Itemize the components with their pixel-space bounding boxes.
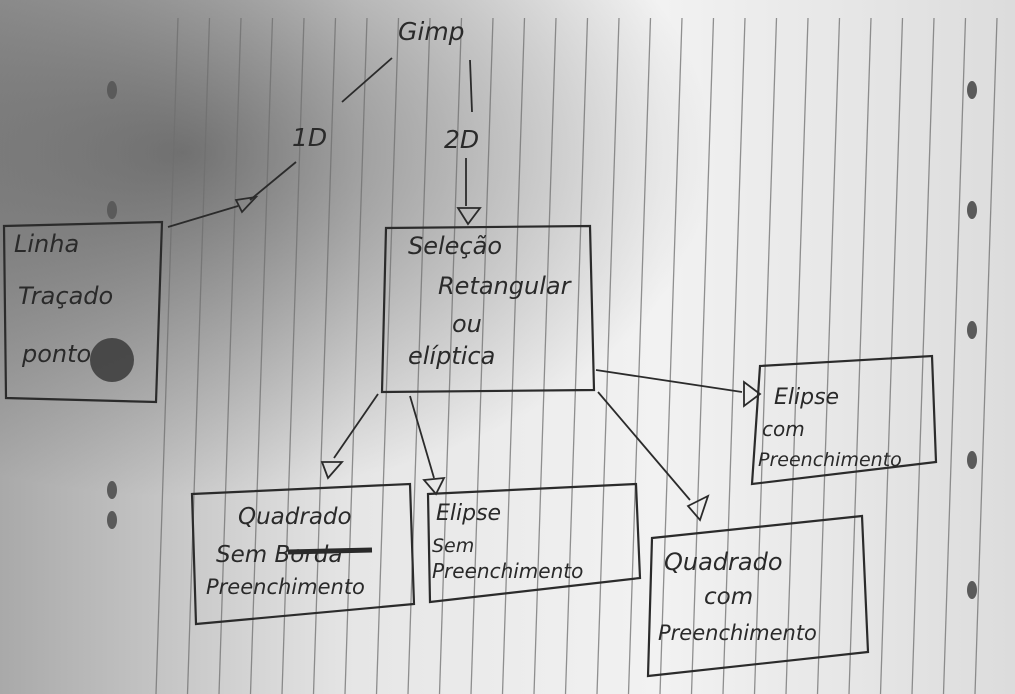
node-elipse-sem-line-3: Preenchimento xyxy=(432,559,583,583)
notebook-rule-line xyxy=(627,17,652,694)
notebook-rule-line xyxy=(407,17,431,694)
notebook-rule-line xyxy=(155,17,179,694)
node-elipse-sem-line-1: Elipse xyxy=(436,501,501,526)
edge-1d-to-arrow xyxy=(249,161,297,201)
root-label-gimp: Gimp xyxy=(398,17,465,46)
binding-mark xyxy=(967,451,977,469)
notebook-rule-line xyxy=(848,17,872,694)
node-box-quadrado-com xyxy=(646,514,870,678)
notebook-rule-line xyxy=(690,17,715,694)
node-box-linha xyxy=(2,220,164,404)
notebook-rule-line xyxy=(375,17,400,694)
binding-mark xyxy=(967,321,977,339)
binding-mark xyxy=(107,511,117,529)
binding-mark xyxy=(107,481,117,499)
node-linha-line-2: Traçado xyxy=(18,282,113,310)
arrow-head-to-elipse-sem xyxy=(422,476,446,496)
notebook-rule-line xyxy=(879,17,904,694)
arrow-head-to-linha xyxy=(234,195,259,214)
node-quadrado-com-line-1: Quadrado xyxy=(664,548,783,576)
arrow-head-to-selecao xyxy=(456,207,482,226)
node-quadrado-sem-line-3: Preenchimento xyxy=(206,575,365,599)
edge-label-1d: 1D xyxy=(292,123,327,152)
node-elipse-com-line-1: Elipse xyxy=(774,385,839,410)
notebook-rule-line xyxy=(974,17,998,694)
spiral-binding xyxy=(107,81,977,599)
node-box-elipse-com xyxy=(750,354,938,486)
notebook-rule-line xyxy=(344,17,368,694)
arrow-head-to-quadrado-com xyxy=(686,494,710,522)
node-quadrado-sem-line-1: Quadrado xyxy=(238,504,352,530)
edge-selecao-to-elipse-sem xyxy=(409,395,435,479)
node-selecao-line-3: ou xyxy=(452,310,482,338)
strikethrough-borda xyxy=(287,547,373,555)
node-box-quadrado-sem xyxy=(190,482,416,626)
node-linha-line-3: ponto xyxy=(21,340,91,368)
notebook-rule-line xyxy=(659,17,683,694)
node-quadrado-com-line-3: Preenchimento xyxy=(658,621,817,645)
binding-mark xyxy=(967,81,977,99)
arrow-head-to-quadrado-sem xyxy=(320,461,344,480)
binding-mark xyxy=(967,581,977,599)
node-quadrado-sem-line-2: Sem Borda xyxy=(216,542,342,568)
node-selecao-line-1: Seleção xyxy=(408,232,502,260)
node-linha-line-1: Linha xyxy=(14,230,79,258)
node-elipse-com-line-2: com xyxy=(762,417,805,441)
notebook-rule-line xyxy=(816,17,841,694)
notebook-rule-line xyxy=(753,17,778,694)
notebook-rule-line xyxy=(186,17,211,694)
edge-label-2d: 2D xyxy=(444,125,479,154)
notebook-rules xyxy=(155,17,998,694)
node-quadrado-com-line-2: com xyxy=(704,584,753,610)
binding-mark xyxy=(107,81,117,99)
node-box-elipse-sem xyxy=(426,482,642,604)
notebook-rule-line xyxy=(564,17,589,694)
notebook-rule-line xyxy=(249,17,274,694)
notebook-rule-line xyxy=(281,17,305,694)
edge-gimp-to-2d xyxy=(469,59,473,113)
notebook-rule-line xyxy=(722,17,746,694)
edge-selecao-to-elipse-com xyxy=(595,369,743,393)
node-elipse-sem-line-2: Sem xyxy=(432,535,474,557)
notebook-rule-line xyxy=(470,17,494,694)
node-selecao-line-4: elíptica xyxy=(408,342,495,370)
notebook-rule-line xyxy=(596,17,620,694)
notebook-rule-line xyxy=(312,17,337,694)
edge-arrow-to-linha xyxy=(167,205,239,228)
notebook-rule-line xyxy=(533,17,557,694)
notebook-rule-line xyxy=(438,17,463,694)
node-box-selecao xyxy=(380,224,596,394)
notebook-rule-line xyxy=(501,17,526,694)
scribble-mark xyxy=(90,338,134,382)
notebook-rule-line xyxy=(942,17,967,694)
binding-mark xyxy=(107,201,117,219)
edge-selecao-to-quadrado-com xyxy=(597,391,691,501)
notebook-rule-line xyxy=(218,17,242,694)
node-selecao-line-2: Retangular xyxy=(438,272,573,300)
edge-gimp-to-1d xyxy=(341,57,393,103)
notebook-rule-line xyxy=(785,17,809,694)
binding-mark xyxy=(967,201,977,219)
arrow-head-to-elipse-com xyxy=(743,380,762,408)
edge-selecao-to-quadrado-sem xyxy=(333,393,379,459)
node-elipse-com-line-3: Preenchimento xyxy=(758,449,902,471)
